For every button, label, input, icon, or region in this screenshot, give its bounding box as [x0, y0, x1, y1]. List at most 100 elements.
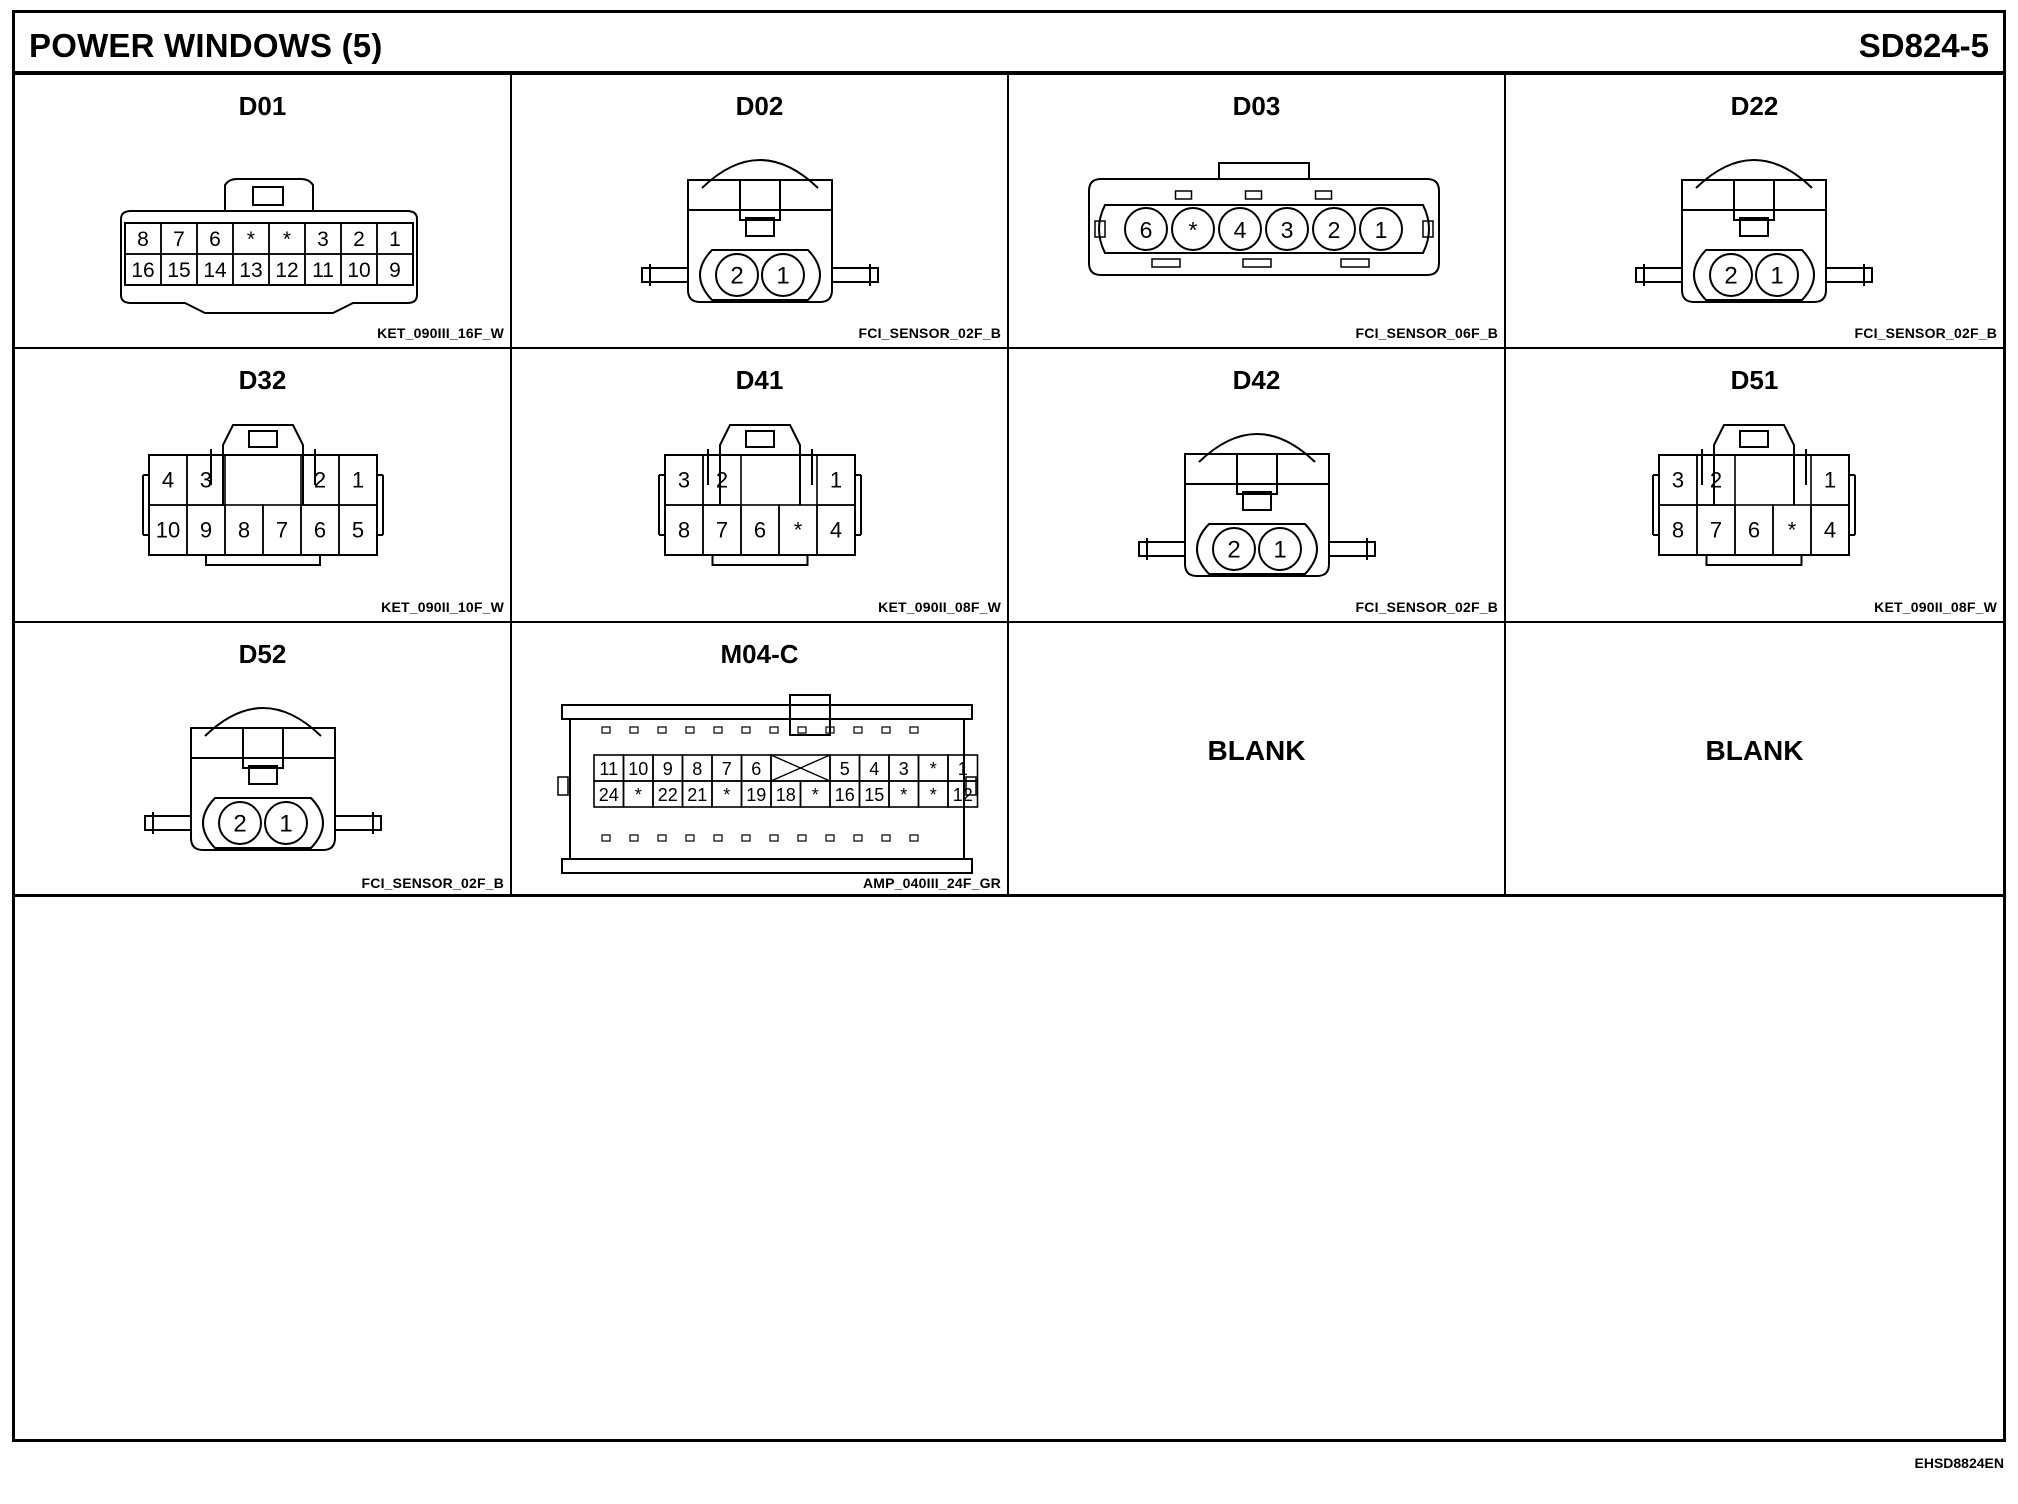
pin-label: 7	[716, 518, 728, 543]
connector-drawing: 3 2 1 8 7 6 * 4	[1652, 424, 1856, 566]
pin-label: *	[930, 785, 937, 805]
pin-label: 8	[692, 759, 702, 779]
pin-label: 22	[658, 785, 678, 805]
pin-label: 6	[1748, 518, 1760, 543]
pin-label: 2	[353, 228, 365, 251]
connector-part-number: KET_090II_08F_W	[878, 599, 1001, 615]
pin-label: 5	[840, 759, 850, 779]
pin-label: 12	[275, 259, 298, 282]
pin-label: 7	[1710, 518, 1722, 543]
connector-name: D52	[238, 639, 287, 669]
pin-label: *	[1788, 518, 1797, 543]
pin-label: 4	[1824, 518, 1836, 543]
pin-label: 6	[751, 759, 761, 779]
pin-label: 3	[678, 468, 690, 493]
pin-label: 4	[830, 518, 842, 543]
pin-label: *	[900, 785, 907, 805]
connector-name: D41	[735, 365, 784, 395]
pin-label: 1	[389, 228, 401, 251]
connector-part-number: FCI_SENSOR_06F_B	[1355, 325, 1498, 341]
connector-cell: BLANK	[1009, 623, 1506, 897]
connector-part-number: FCI_SENSOR_02F_B	[1355, 599, 1498, 615]
connector-part-number: KET_090III_16F_W	[377, 325, 504, 341]
pin-label: 15	[864, 785, 884, 805]
pin-label: 10	[156, 518, 180, 543]
pin-label: 4	[1234, 217, 1247, 243]
pin-label: *	[930, 759, 937, 779]
header-bar: POWER WINDOWS (5) SD824-5	[15, 13, 2003, 75]
pin-label: *	[247, 228, 255, 251]
pin-label: *	[635, 785, 642, 805]
pin-label: *	[1189, 217, 1198, 243]
connector-name: D03	[1232, 91, 1281, 121]
pin-label: 2	[314, 468, 326, 493]
pin-label: 7	[173, 228, 185, 251]
connector-name: D32	[238, 365, 287, 395]
pin-label: 2	[716, 468, 728, 493]
pin-label: 2	[1328, 217, 1341, 243]
pin-label: 14	[203, 259, 227, 282]
pin-label: *	[283, 228, 291, 251]
pin-label: 11	[599, 759, 618, 779]
pin-label: 16	[835, 785, 855, 805]
connector-cell: BLANK	[1506, 623, 2003, 897]
pin-label: 15	[167, 259, 190, 282]
pin-label: 13	[239, 259, 262, 282]
pin-label: 19	[746, 785, 766, 805]
pin-label: 1	[352, 468, 364, 493]
connector-part-number: KET_090II_10F_W	[381, 599, 504, 615]
connector-name: D01	[238, 91, 287, 121]
pin-label: 3	[200, 468, 212, 493]
pin-label: 1	[1824, 468, 1836, 493]
pin-label: 2	[1710, 468, 1722, 493]
pin-label: 6	[754, 518, 766, 543]
connector-name: D51	[1730, 365, 1779, 395]
pin-label: 7	[722, 759, 732, 779]
pin-label: 12	[953, 785, 973, 805]
pin-label: 16	[131, 259, 154, 282]
pin-label: 9	[663, 759, 673, 779]
pin-label: 1	[1273, 537, 1286, 564]
pin-label: 9	[389, 259, 401, 282]
pin-label: 11	[312, 259, 334, 282]
connector-part-number: FCI_SENSOR_02F_B	[858, 325, 1001, 341]
pin-label: 3	[1672, 468, 1684, 493]
pin-label: 3	[1281, 217, 1294, 243]
pin-label: 1	[958, 759, 968, 779]
pin-label: 2	[1227, 537, 1240, 564]
pin-label: 5	[352, 518, 364, 543]
pin-label: *	[723, 785, 730, 805]
pin-label: 3	[899, 759, 909, 779]
pin-label: 4	[869, 759, 879, 779]
pin-label: 8	[238, 518, 250, 543]
pin-label: 21	[687, 785, 707, 805]
page-id: SD824-5	[1858, 27, 1989, 64]
pin-label: 7	[276, 518, 288, 543]
pin-label: 6	[209, 228, 221, 251]
connector-part-number: KET_090II_08F_W	[1874, 599, 1997, 615]
connector-name: D42	[1232, 365, 1281, 395]
pin-label: 2	[730, 263, 743, 290]
connector-name: D02	[735, 91, 784, 121]
connector-part-number: AMP_040III_24F_GR	[862, 875, 1001, 891]
page-title: POWER WINDOWS (5)	[29, 27, 383, 64]
pin-label: 2	[1724, 263, 1737, 290]
pin-label: 9	[200, 518, 212, 543]
pin-label: 8	[1672, 518, 1684, 543]
